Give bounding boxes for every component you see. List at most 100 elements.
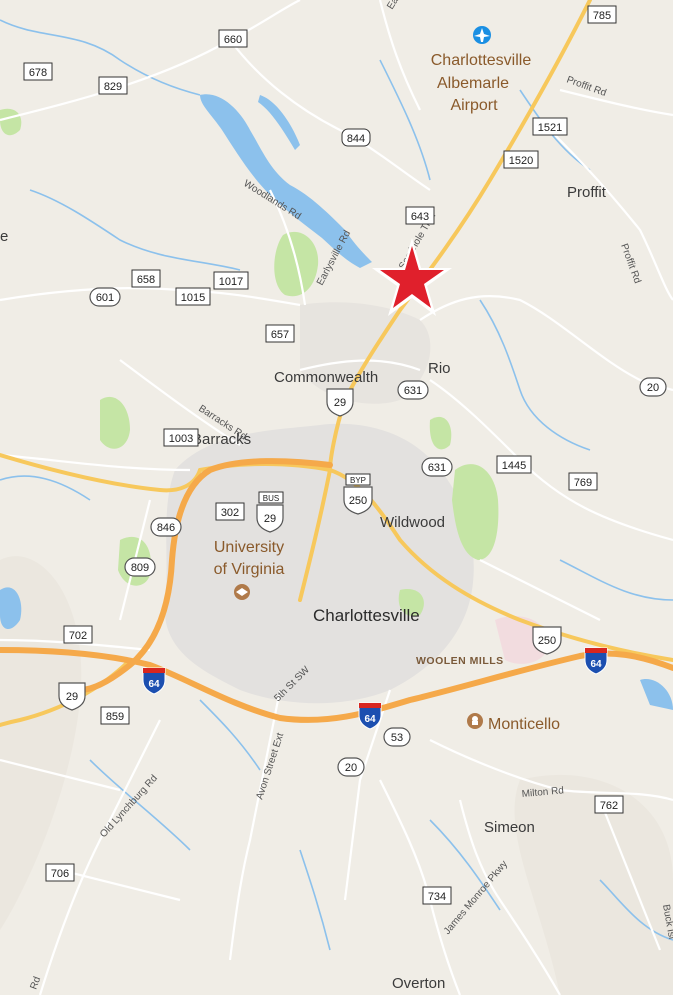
state-route-signs: 601 631 631 846 809 20 53 20 — [89, 287, 667, 777]
us-shield[interactable]: 250 — [532, 626, 562, 655]
water-river — [258, 95, 300, 150]
svg-text:785: 785 — [593, 10, 611, 22]
airport-icon[interactable] — [473, 26, 491, 44]
urban-area-charlottesville — [164, 423, 474, 704]
svg-text:762: 762 — [600, 800, 618, 812]
airport-label-line3[interactable]: Airport — [450, 97, 498, 114]
us-route-shields: 29 29 29 250 250 BUS BYP — [58, 388, 562, 711]
water — [640, 679, 673, 710]
route-sign[interactable]: 809 — [124, 557, 156, 577]
route-sign[interactable]: 657 — [265, 324, 295, 343]
uva-label-line1[interactable]: University — [214, 539, 284, 556]
water-reservoir — [200, 94, 372, 268]
svg-text:53: 53 — [391, 732, 403, 744]
route-sign[interactable]: 1445 — [496, 455, 532, 474]
place-commonwealth[interactable]: Commonwealth — [274, 369, 378, 386]
interstate-shields: 64 64 64 — [142, 647, 608, 730]
route-sign[interactable]: 1521 — [532, 117, 568, 136]
route-sign[interactable]: 20 — [337, 757, 365, 777]
svg-text:631: 631 — [404, 385, 422, 397]
uva-label-line2[interactable]: of Virginia — [214, 561, 285, 578]
svg-text:64: 64 — [148, 679, 160, 690]
place-barracks[interactable]: Barracks — [192, 431, 251, 448]
us-shield[interactable]: 250 — [343, 486, 373, 515]
route-sign[interactable]: 1017 — [213, 271, 249, 290]
route-sign[interactable]: 678 — [23, 62, 53, 81]
route-sign[interactable]: 702 — [63, 625, 93, 644]
road-label-milton[interactable]: Milton Rd — [521, 785, 564, 800]
airport-label-line2[interactable]: Albemarle — [437, 75, 509, 92]
svg-text:250: 250 — [349, 495, 367, 507]
place-overton[interactable]: Overton — [392, 975, 445, 992]
star-marker-icon[interactable] — [372, 238, 452, 316]
svg-text:1003: 1003 — [169, 433, 193, 445]
place-simeon[interactable]: Simeon — [484, 819, 535, 836]
us-shield[interactable]: 29 — [256, 504, 284, 533]
place-labels: Charlottesville Albemarle Airport Proffi… — [192, 52, 607, 992]
svg-text:829: 829 — [104, 81, 122, 93]
route-sign[interactable]: 844 — [341, 128, 371, 147]
route-sign[interactable]: 1520 — [503, 150, 539, 169]
route-sign[interactable]: 53 — [383, 727, 411, 747]
svg-text:809: 809 — [131, 562, 149, 574]
airport-label-line1[interactable]: Charlottesville — [431, 52, 532, 69]
interstate-64 — [0, 458, 673, 723]
route-sign[interactable]: 785 — [587, 5, 617, 24]
route-sign[interactable]: 601 — [89, 287, 121, 307]
svg-text:631: 631 — [428, 462, 446, 474]
route-sign[interactable]: 1015 — [175, 287, 211, 306]
route-sign[interactable]: 20 — [639, 377, 667, 397]
route-sign[interactable]: 762 — [594, 795, 624, 814]
svg-text:20: 20 — [647, 382, 659, 394]
route-250-east — [198, 462, 673, 662]
road-label-bottom[interactable]: Rd — [28, 975, 43, 991]
terrain-shade — [514, 774, 673, 995]
svg-text:769: 769 — [574, 477, 592, 489]
route-sign[interactable]: 1003 — [163, 428, 199, 447]
route-sign[interactable]: 706 — [45, 863, 75, 882]
route-sign[interactable]: 734 — [422, 886, 452, 905]
svg-text:859: 859 — [106, 711, 124, 723]
park — [398, 589, 424, 617]
route-sign[interactable]: 631 — [421, 457, 453, 477]
svg-text:706: 706 — [51, 868, 69, 880]
place-proffit[interactable]: Proffit — [567, 184, 607, 201]
route-29-bus — [298, 468, 332, 602]
svg-text:734: 734 — [428, 891, 446, 903]
route-sign[interactable]: 660 — [218, 29, 248, 48]
neighborhood-woolen-mills[interactable]: WOOLEN MILLS — [416, 655, 504, 667]
svg-text:660: 660 — [224, 34, 242, 46]
place-charlottesville[interactable]: Charlottesville — [313, 606, 420, 625]
svg-text:29: 29 — [66, 691, 78, 703]
interstate-64-shield[interactable]: 64 — [584, 647, 608, 675]
svg-text:702: 702 — [69, 630, 87, 642]
route-sign[interactable]: 631 — [397, 380, 429, 400]
svg-text:64: 64 — [590, 659, 602, 670]
route-sign[interactable]: 846 — [150, 517, 182, 537]
place-wildwood[interactable]: Wildwood — [380, 514, 445, 531]
svg-text:1015: 1015 — [181, 292, 205, 304]
route-sign[interactable]: 769 — [568, 472, 598, 491]
university-icon[interactable] — [234, 584, 250, 600]
route-29-bypass — [77, 458, 333, 693]
route-sign[interactable]: 859 — [100, 706, 130, 725]
route-sign[interactable]: 658 — [131, 269, 161, 288]
svg-text:250: 250 — [538, 635, 556, 647]
interstate-64-shield[interactable]: 64 — [142, 667, 166, 695]
park — [429, 416, 452, 450]
bus-banner: BUS — [258, 491, 284, 504]
svg-text:844: 844 — [347, 133, 365, 145]
interstate-64-shield[interactable]: 64 — [358, 702, 382, 730]
county-route-signs: 660 678 829 785 1521 1520 844 643 658 10… — [23, 5, 624, 905]
route-sign[interactable]: 302 — [215, 502, 245, 521]
us-shield[interactable]: 29 — [326, 388, 354, 417]
route-sign[interactable]: 829 — [98, 76, 128, 95]
svg-text:1017: 1017 — [219, 276, 243, 288]
poi-monticello[interactable]: Monticello — [488, 716, 560, 733]
svg-text:846: 846 — [157, 522, 175, 534]
place-rio[interactable]: Rio — [428, 360, 451, 377]
route-sign[interactable]: 643 — [405, 206, 435, 225]
monticello-icon[interactable] — [467, 713, 483, 729]
us-shield[interactable]: 29 — [58, 682, 86, 711]
